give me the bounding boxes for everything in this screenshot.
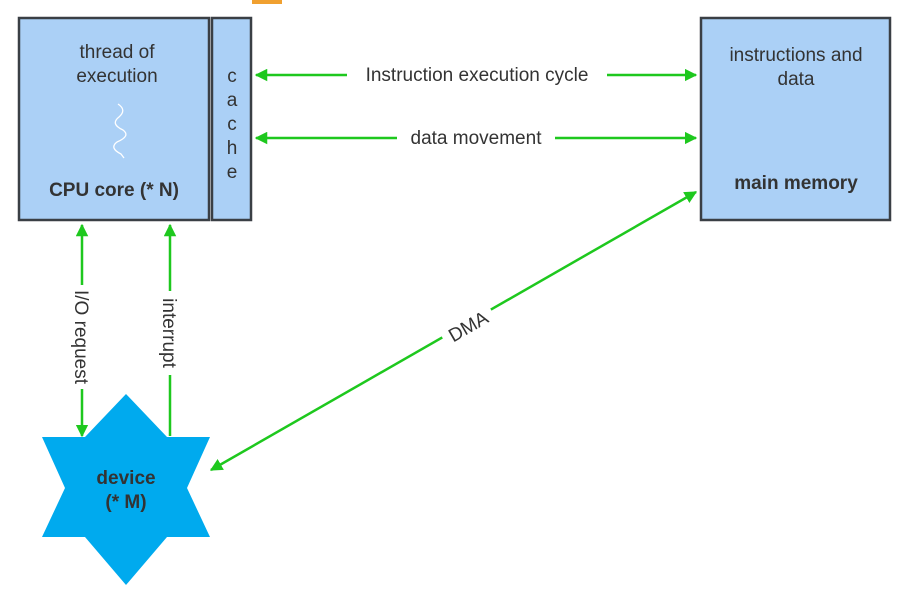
top-marker [252,0,282,4]
cache-box: c a c h e [210,16,253,222]
io-request-label: I/O request [70,290,91,385]
cache-letter-c1: c [227,66,237,87]
cache-letter-h: h [227,138,238,159]
instruction-cycle-arrow: Instruction execution cycle [254,62,698,88]
instruction-cycle-label: Instruction execution cycle [366,65,589,86]
memory-title-line2: data [778,69,815,90]
data-movement-label: data movement [411,128,543,149]
cpu-core-label: CPU core (* N) [49,180,179,201]
interrupt-label: interrupt [158,298,179,368]
device-label-line2: (* M) [105,492,146,513]
main-memory-label: main memory [734,173,858,194]
device-star-shape [42,394,210,585]
memory-title-line1: instructions and [729,45,862,66]
dma-arrow: DMA [209,190,698,472]
cache-letter-e: e [227,162,238,183]
io-request-arrow: I/O request [69,223,95,438]
main-memory-box: instructions and data main memory [699,16,892,222]
data-movement-arrow: data movement [254,125,698,151]
cache-letter-a: a [227,90,238,111]
device-label-line1: device [96,468,155,489]
device-star: device (* M) [42,394,210,585]
cpu-core-box: thread of execution CPU core (* N) [17,16,211,222]
cache-letter-c2: c [227,114,237,135]
interrupt-arrow: interrupt [157,223,183,436]
cpu-title-line1: thread of [80,42,156,63]
cpu-title-line2: execution [76,66,157,87]
thread-squiggle-icon [113,103,127,159]
